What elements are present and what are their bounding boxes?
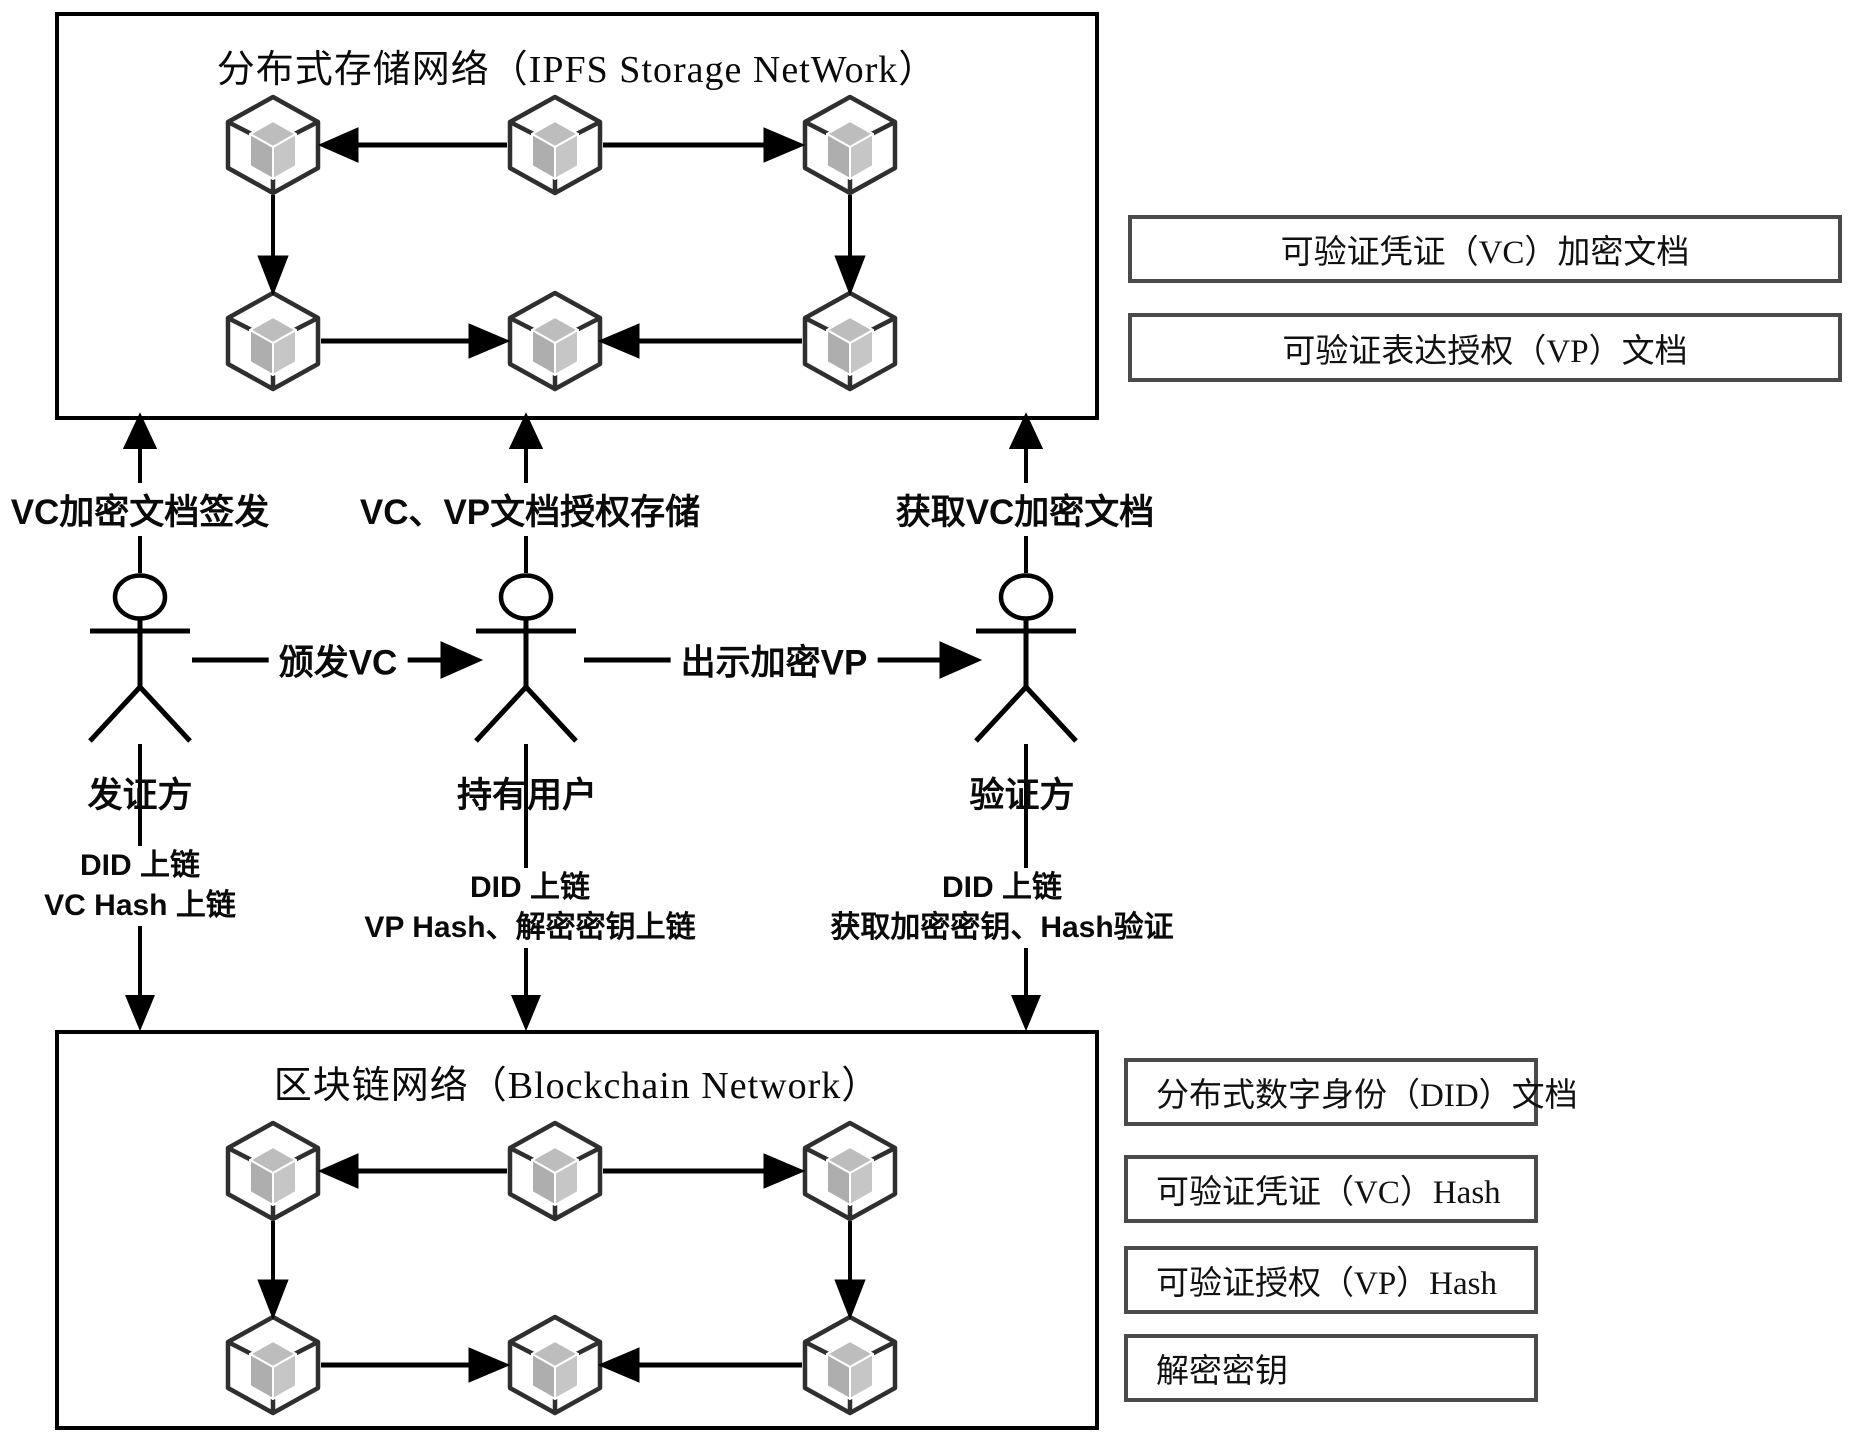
verifier-figure (974, 573, 1078, 743)
legend-vp-hash-label: 可验证授权（VP）Hash (1156, 1266, 1498, 1302)
issuer-chain-actions: DID 上链 VC Hash 上链 (36, 846, 244, 926)
legend-vp-doc-label: 可验证表达授权（VP）文档 (1282, 333, 1688, 370)
holder-figure (474, 573, 578, 743)
issuer-storage-action-label: VC加密文档签发 (4, 483, 276, 536)
issue-vc-flow-label: 颁发VC (268, 633, 408, 687)
blockchain-network-title: 区块链网络（Blockchain Network） (273, 1065, 881, 1107)
verifier-chain-line1: DID 上链 (941, 871, 1062, 904)
holder-name-label: 持有用户 (456, 776, 598, 815)
ipfs-storage-network-title: 分布式存储网络（IPFS Storage NetWork） (216, 49, 938, 91)
legend-did-doc: 分布式数字身份（DID）文档 (1124, 1058, 1578, 1126)
ipfs-node-links (257, 127, 866, 359)
verifier-chain-line2: 获取加密密钥、Hash验证 (830, 911, 1174, 944)
blockchain-node-links (257, 1153, 866, 1383)
legend-vc-encrypted-doc: 可验证凭证（VC）加密文档 (1128, 215, 1842, 283)
legend-vc-encrypted-doc-label: 可验证凭证（VC）加密文档 (1280, 235, 1690, 271)
present-vp-flow-label: 出示加密VP (670, 633, 878, 687)
verifier-chain-actions: DID 上链 获取加密密钥、Hash验证 (822, 868, 1182, 948)
issuer-figure (88, 573, 192, 743)
legend-decrypt-key: 解密密钥 (1124, 1334, 1538, 1402)
issuer-chain-line1: DID 上链 (80, 849, 200, 882)
legend-vp-doc: 可验证表达授权（VP）文档 (1128, 313, 1842, 382)
blockchain-network-box (55, 1030, 1099, 1430)
holder-storage-action-label: VC、VP文档授权存储 (353, 483, 707, 536)
issuer-chain-line2: VC Hash 上链 (44, 889, 236, 922)
actor-figures (88, 573, 1078, 743)
legend-vc-hash: 可验证凭证（VC）Hash (1124, 1155, 1538, 1223)
holder-chain-actions: DID 上链 VP Hash、解密密钥上链 (356, 868, 704, 948)
issuer-name-label: 发证方 (87, 776, 193, 815)
legend-did-doc-label: 分布式数字身份（DID）文档 (1156, 1078, 1578, 1114)
legend-vc-hash-label: 可验证凭证（VC）Hash (1156, 1175, 1501, 1211)
legend-decrypt-key-label: 解密密钥 (1156, 1354, 1288, 1390)
legend-vp-hash: 可验证授权（VP）Hash (1124, 1246, 1538, 1314)
ipfs-storage-network-box (55, 12, 1099, 420)
verifier-name-label: 验证方 (969, 776, 1075, 815)
verifier-storage-action-label: 获取VC加密文档 (889, 483, 1161, 536)
holder-chain-line1: DID 上链 (469, 871, 590, 904)
holder-chain-line2: VP Hash、解密密钥上链 (364, 911, 696, 944)
